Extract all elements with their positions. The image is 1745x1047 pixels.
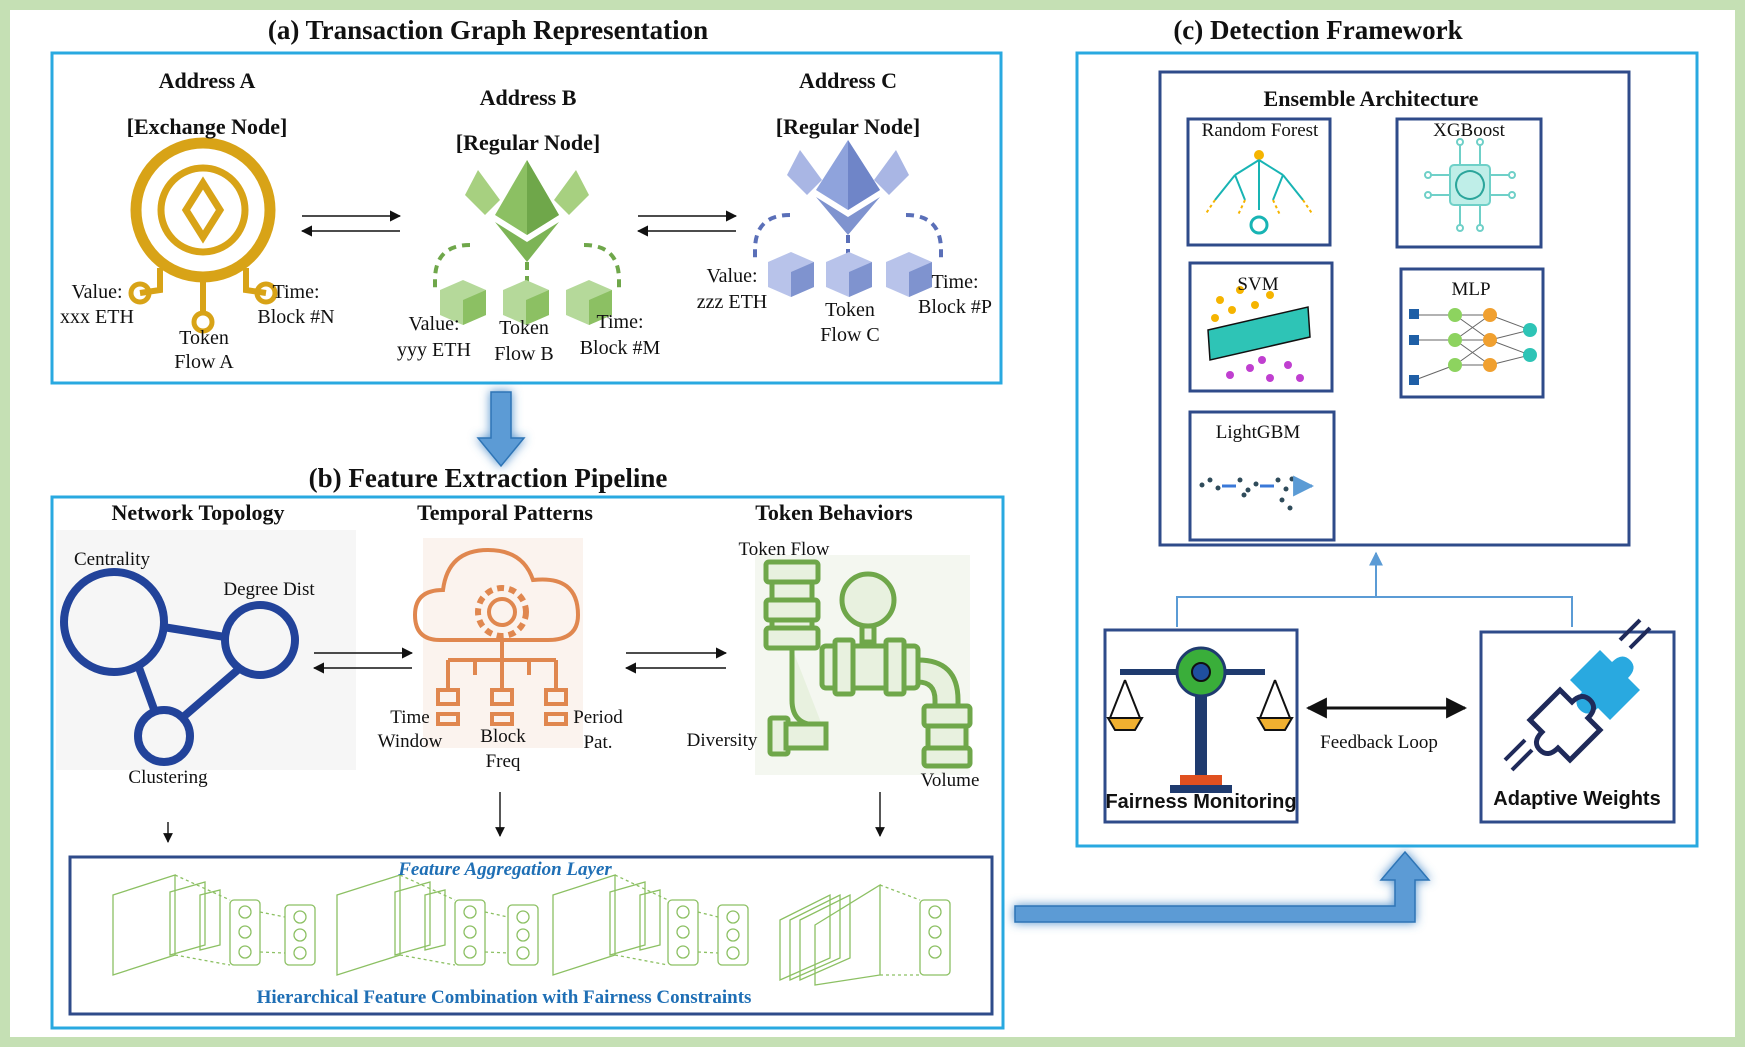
section-b-box [50, 495, 1005, 1030]
mlp-icon [1409, 308, 1537, 385]
address-b-type: [Regular Node] [455, 130, 601, 155]
address-b-time: Block #M [579, 337, 661, 359]
ensemble-architecture-box [1158, 70, 1631, 547]
feature-aggregation-box [68, 855, 994, 1016]
address-b-value: yyy ETH [397, 339, 471, 361]
period-pat-label-2: Pat. [583, 732, 613, 753]
bidirectional-arrow-bc [636, 210, 738, 237]
flow-arrow-a-to-b [476, 391, 526, 468]
xgboost-label: XGBoost [1433, 120, 1505, 141]
address-c-value: zzz ETH [696, 291, 768, 313]
random-forest-label: Random Forest [1201, 120, 1319, 141]
bidirectional-arrow-ab [300, 210, 402, 237]
address-c-type: [Regular Node] [775, 114, 921, 139]
lightgbm-icon [1199, 477, 1313, 511]
flow-arrow-b-to-c [1014, 850, 1431, 923]
adaptive-weights-box [1479, 630, 1676, 824]
puzzle-pieces-icon [1503, 618, 1652, 772]
regular-node-c-icon [753, 140, 943, 297]
cube-b2-icon [503, 280, 549, 325]
feedback-loop-label: Feedback Loop [1320, 732, 1438, 753]
svm-icon [1207, 286, 1311, 382]
clustering-label: Clustering [128, 767, 208, 788]
network-topology-icon [60, 568, 299, 766]
address-c-title: Address C [798, 68, 898, 93]
temporal-cloud-icon [412, 547, 581, 726]
down-arrows-to-aggregation [163, 792, 885, 843]
block-freq-label-1: Block [480, 726, 526, 747]
bidirectional-arrow-temporal-token [624, 647, 728, 674]
time-window-label-2: Window [377, 731, 443, 752]
period-pat-label-1: Period [573, 707, 623, 728]
ensemble-connector [1176, 551, 1573, 627]
cube-b1-icon [440, 280, 486, 325]
address-b-token-flow: Flow B [494, 343, 554, 365]
token-pipes-icon [763, 559, 973, 769]
address-a-value-label: Value: [71, 281, 123, 303]
svm-label: SVM [1237, 274, 1279, 295]
token-behaviors-title: Token Behaviors [755, 500, 913, 525]
volume-label: Volume [920, 770, 980, 791]
address-a-value: xxx ETH [60, 306, 134, 328]
cube-c2-icon [826, 252, 872, 297]
address-b-title: Address B [479, 85, 577, 110]
section-b-title: (b) Feature Extraction Pipeline [308, 463, 668, 493]
address-a-type: [Exchange Node] [126, 114, 288, 139]
address-a-time-label: Time: [272, 281, 320, 303]
cube-c3-icon [886, 252, 932, 297]
address-a-token-label: Token [179, 327, 229, 349]
section-a-title: (a) Transaction Graph Representation [267, 15, 709, 45]
section-c-title: (c) Detection Framework [1173, 15, 1463, 45]
address-c-token-flow: Flow C [820, 324, 880, 346]
network-topology-title: Network Topology [111, 500, 285, 525]
xgboost-chip-icon [1424, 138, 1516, 232]
random-forest-icon [1204, 150, 1314, 235]
cube-b3-icon [566, 280, 612, 325]
aggregation-title: Feature Aggregation Layer [398, 859, 612, 880]
address-a-title: Address A [158, 68, 256, 93]
token-flow-label: Token Flow [738, 539, 830, 560]
address-b-time-label: Time: [596, 311, 644, 333]
address-c-token-label: Token [825, 299, 875, 321]
lightgbm-label: LightGBM [1215, 422, 1301, 443]
time-window-label-1: Time [390, 707, 430, 728]
aggregation-caption: Hierarchical Feature Combination with Fa… [256, 987, 752, 1008]
centrality-label: Centrality [74, 549, 150, 570]
ensemble-title: Ensemble Architecture [1263, 86, 1479, 111]
adaptive-weights-label: Adaptive Weights [1493, 788, 1661, 810]
block-freq-label-2: Freq [485, 751, 521, 772]
address-c-value-label: Value: [706, 265, 758, 287]
fairness-scale-icon [1106, 646, 1294, 793]
address-a-token-flow: Flow A [174, 351, 234, 373]
section-c-box [1075, 51, 1699, 848]
bidirectional-arrow-network-temporal [312, 647, 414, 674]
exchange-node-icon [128, 137, 278, 334]
address-c-time: Block #P [918, 296, 992, 318]
temporal-patterns-title: Temporal Patterns [417, 500, 593, 525]
address-b-token-label: Token [499, 317, 549, 339]
degree-dist-label: Degree Dist [223, 579, 315, 600]
address-b-value-label: Value: [408, 313, 460, 335]
mlp-label: MLP [1451, 279, 1491, 300]
address-c-time-label: Time: [931, 271, 979, 293]
neural-layers-illustration [112, 874, 951, 986]
section-a-box [50, 51, 1003, 385]
cube-c1-icon [768, 252, 814, 297]
diversity-label: Diversity [686, 730, 758, 751]
address-a-time: Block #N [257, 306, 335, 328]
fairness-monitoring-label: Fairness Monitoring [1105, 791, 1297, 813]
regular-node-b-icon [433, 160, 621, 325]
